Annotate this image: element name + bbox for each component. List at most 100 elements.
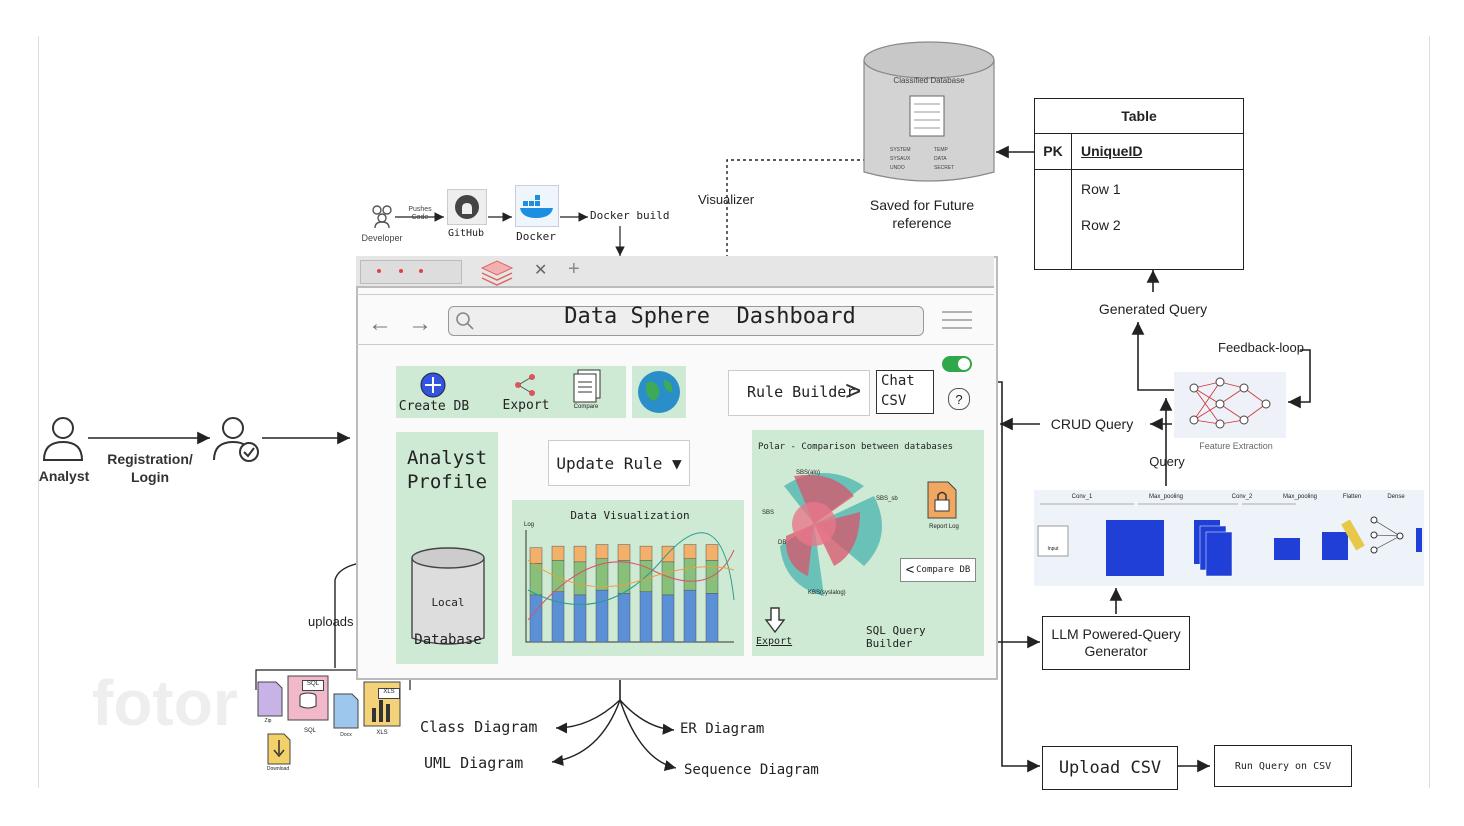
chevron-right-icon: > <box>845 375 862 406</box>
viz-bar-3-1 <box>573 561 587 596</box>
report-log-label: Report Log <box>929 524 959 530</box>
polar-title: Polar - Comparison between databases <box>758 442 954 452</box>
crud-query-label: CRUD Query <box>1050 416 1134 432</box>
file-sql-label: SQL <box>303 728 316 734</box>
visualizer-label: Visualizer <box>698 192 755 207</box>
er-pk-column <box>1035 133 1072 269</box>
browser-tabbar <box>356 256 994 288</box>
viz-bar-7-0 <box>661 594 675 643</box>
er-pk-label: PK <box>1043 143 1063 159</box>
legend-temp: TEMP <box>934 147 948 153</box>
run-query-button[interactable]: Run Query on CSV <box>1214 745 1352 787</box>
docker-label: Docker <box>516 230 556 243</box>
compare-db-button[interactable]: <Compare DB <box>900 558 976 582</box>
viz-bar-9-0 <box>705 593 719 643</box>
download-arrow-icon[interactable] <box>764 606 786 634</box>
share-icon[interactable] <box>512 372 540 398</box>
viz-bar-8-2 <box>683 544 697 559</box>
cnn-layer-6: Dense <box>1387 494 1405 500</box>
report-lock-icon[interactable] <box>926 480 958 520</box>
uploads-label: uploads <box>308 614 354 629</box>
viz-bar-8-0 <box>683 589 697 643</box>
data-viz-chart <box>525 530 735 643</box>
globe-tile[interactable] <box>632 366 686 418</box>
viz-bar-1-2 <box>529 547 543 564</box>
data-viz-title: Data Visualization <box>570 509 690 522</box>
local-database-icon[interactable] <box>410 546 486 650</box>
create-db-label[interactable]: Create DB <box>398 399 470 414</box>
content-divider <box>356 344 994 345</box>
address-bar[interactable] <box>448 306 924 336</box>
pushes-code-label: Pushes Code <box>408 206 432 221</box>
file-docx-label: Docx <box>340 732 352 738</box>
add-circle-icon[interactable] <box>418 371 448 399</box>
export-label[interactable]: Export <box>502 398 550 413</box>
back-arrow-icon[interactable]: ← <box>368 310 392 337</box>
feedback-loop-label: Feedback-loop <box>1218 340 1304 355</box>
generated-query-label: Generated Query <box>1098 301 1208 317</box>
classified-legend-left: SYSTEM SYSAUX UNDO <box>890 146 940 173</box>
download-label: Download <box>266 766 290 772</box>
forward-arrow-icon[interactable]: → <box>408 310 432 337</box>
er-key-divider <box>1035 169 1243 170</box>
viz-bar-4-0 <box>595 589 609 643</box>
tab-close-icon[interactable]: ✕ <box>534 262 548 279</box>
verified-user-icon <box>213 417 259 462</box>
sql-query-builder-button[interactable]: SQL Query Builder <box>866 624 926 650</box>
er-row-2: Row 2 <box>1081 217 1121 233</box>
file-xls-label: XLS <box>376 730 388 736</box>
viz-bar-9-2 <box>705 544 719 561</box>
viz-bar-1-0 <box>529 594 543 643</box>
neural-network-icon <box>1174 372 1286 438</box>
polar-label-1: SBS(alo) <box>796 470 821 476</box>
toolbar-divider <box>356 294 994 295</box>
cnn-layer-1: Conv_1 <box>1071 494 1093 500</box>
github-icon <box>447 189 487 225</box>
docker-build-label: Docker build <box>590 209 670 222</box>
cnn-input-label: Input <box>1047 546 1059 552</box>
help-icon[interactable]: ? <box>948 388 970 410</box>
menu-icon[interactable] <box>940 306 974 334</box>
chat-csv-button[interactable]: Chat CSV <box>876 370 934 414</box>
cnn-architecture <box>1034 490 1424 586</box>
class-diagram-label: Class Diagram <box>420 718 538 736</box>
compare-db-label: Compare DB <box>916 565 971 575</box>
viz-bar-3-2 <box>573 545 587 563</box>
viz-bar-5-1 <box>617 560 631 594</box>
window-controls[interactable] <box>360 260 462 284</box>
github-label: GitHub <box>447 228 485 239</box>
sql-badge: SQL <box>302 680 324 691</box>
viz-bar-2-0 <box>551 591 565 643</box>
xls-badge: XLS <box>378 688 400 699</box>
er-row-1: Row 1 <box>1081 181 1121 197</box>
legend-undo: UNDO <box>890 165 905 171</box>
globe-icon <box>638 371 680 413</box>
viz-trend-line-1 <box>527 532 735 605</box>
legend-data: DATA <box>934 156 947 162</box>
viz-bar-6-0 <box>639 591 653 643</box>
feature-extraction-label: Feature Extraction <box>1199 441 1273 451</box>
legend-secret: SECRET <box>934 165 955 171</box>
watermark: fotor <box>92 667 238 739</box>
rule-builder-button[interactable]: Rule Builder > <box>728 370 870 416</box>
export-bottom-label[interactable]: Export <box>756 636 793 647</box>
toggle-switch[interactable] <box>942 356 972 372</box>
dashboard-title: Data Sphere Dashboard <box>564 304 856 329</box>
legend-sysaux: SYSAUX <box>890 156 911 162</box>
classified-legend-right: TEMP DATA SECRET <box>934 146 984 173</box>
polar-chart <box>780 473 882 596</box>
llm-query-generator: LLM Powered-Query Generator <box>1042 616 1190 670</box>
viz-bar-2-2 <box>551 545 565 561</box>
file-zip-label: Zip <box>264 718 272 724</box>
viz-bar-8-1 <box>683 558 697 591</box>
new-tab-icon[interactable]: + <box>568 258 580 280</box>
polar-label-5: KBS(syslalog) <box>808 590 846 596</box>
search-icon <box>456 312 474 330</box>
layers-logo-icon <box>480 260 514 286</box>
analyst-profile-title: Analyst Profile <box>406 447 488 493</box>
document-stack-icon[interactable] <box>570 368 604 404</box>
update-rule-dropdown[interactable]: Update Rule ▼ <box>548 440 690 486</box>
upload-csv-button[interactable]: Upload CSV <box>1042 746 1178 790</box>
developer-label: Developer <box>361 233 403 243</box>
analyst-icon <box>42 417 84 461</box>
